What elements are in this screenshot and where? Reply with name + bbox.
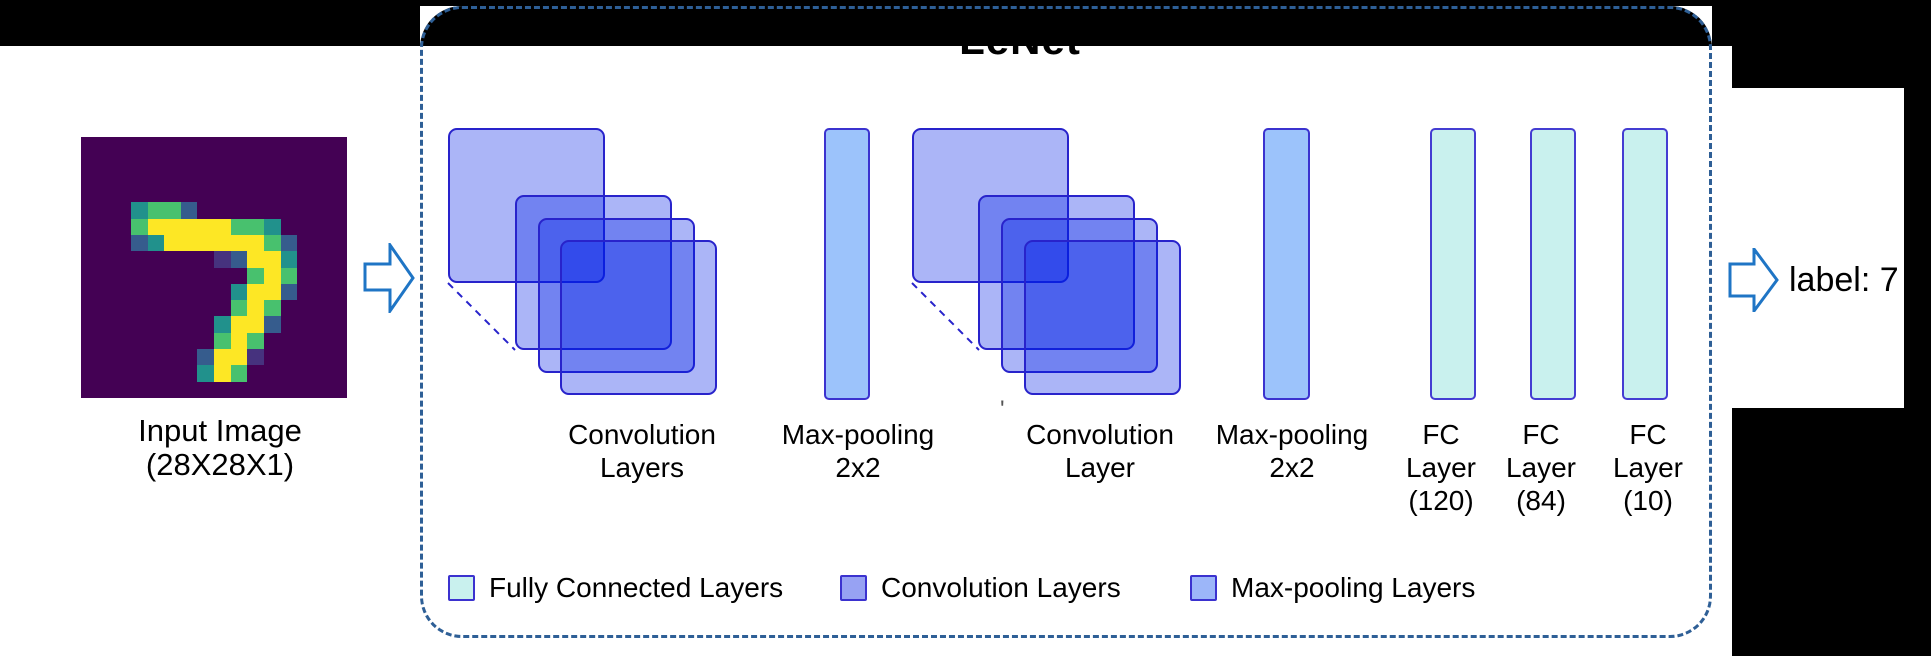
top-black-bar <box>0 0 1732 46</box>
label-fc-120: FC Layer (120) <box>1381 418 1501 517</box>
legend-item-maxpool: Max-pooling Layers <box>1190 571 1476 603</box>
fc-bar-120 <box>1430 128 1476 400</box>
input-caption-line2: (28X28X1) <box>145 447 295 482</box>
label-line: Layers <box>599 452 685 483</box>
label-conv-layers-1: Convolution Layers <box>532 418 752 484</box>
label-line: Layer <box>1612 452 1684 483</box>
label-fc-84: FC Layer (84) <box>1481 418 1601 517</box>
right-black-column <box>1904 88 1931 408</box>
legend-label: Fully Connected Layers <box>489 571 784 603</box>
label-line: 2x2 <box>1269 452 1315 483</box>
output-label: label: 7 <box>1789 261 1899 299</box>
label-line: (10) <box>1623 485 1673 516</box>
stray-mark: ' <box>1000 396 1005 423</box>
fc-swatch-icon <box>448 574 475 601</box>
label-fc-10: FC Layer (10) <box>1588 418 1708 517</box>
label-line: Layer <box>1405 452 1477 483</box>
label-line: FC <box>1522 419 1560 450</box>
input-caption-line1: Input Image <box>138 413 302 448</box>
label-maxpool-1: Max-pooling 2x2 <box>748 418 968 484</box>
label-line: Layer <box>1064 452 1136 483</box>
label-line: Layer <box>1505 452 1577 483</box>
maxpool-bar-2 <box>1263 128 1310 400</box>
legend-label: Convolution Layers <box>881 571 1121 603</box>
corner-wedge-right <box>1670 6 1712 48</box>
corner-wedge-left <box>420 6 462 48</box>
maxpool-bar-1 <box>824 128 870 400</box>
label-maxpool-2: Max-pooling 2x2 <box>1182 418 1402 484</box>
legend-label: Max-pooling Layers <box>1231 571 1476 603</box>
fc-bar-84 <box>1530 128 1576 400</box>
pool-swatch-icon <box>1190 574 1217 601</box>
mnist-digit-grid <box>81 137 347 398</box>
input-arrow-icon <box>363 243 415 313</box>
top-right-black-block <box>1732 0 1931 88</box>
input-image-caption: Input Image (28X28X1) <box>64 414 376 482</box>
conv-feature-map <box>1024 240 1181 395</box>
conv-feature-map <box>448 128 605 283</box>
label-line: Max-pooling <box>781 419 935 450</box>
label-line: FC <box>1422 419 1460 450</box>
label-line: Convolution <box>568 419 716 450</box>
legend-item-fully-connected: Fully Connected Layers <box>448 571 784 603</box>
fc-bar-10 <box>1622 128 1668 400</box>
label-line: 2x2 <box>835 452 881 483</box>
conv-feature-map <box>912 128 1069 283</box>
output-arrow-icon <box>1728 248 1779 312</box>
depth-dashed-line <box>911 282 980 351</box>
legend-item-convolution: Convolution Layers <box>840 571 1121 603</box>
label-line: FC <box>1629 419 1667 450</box>
depth-dashed-line <box>447 282 516 351</box>
label-line: Max-pooling <box>1215 419 1369 450</box>
bottom-right-black-block <box>1732 408 1931 656</box>
label-line: (120) <box>1408 485 1474 516</box>
label-conv-layer-2: Convolution Layer <box>990 418 1210 484</box>
label-line: (84) <box>1516 485 1566 516</box>
conv-feature-map <box>560 240 717 395</box>
label-line: Convolution <box>1026 419 1174 450</box>
conv-swatch-icon <box>840 574 867 601</box>
